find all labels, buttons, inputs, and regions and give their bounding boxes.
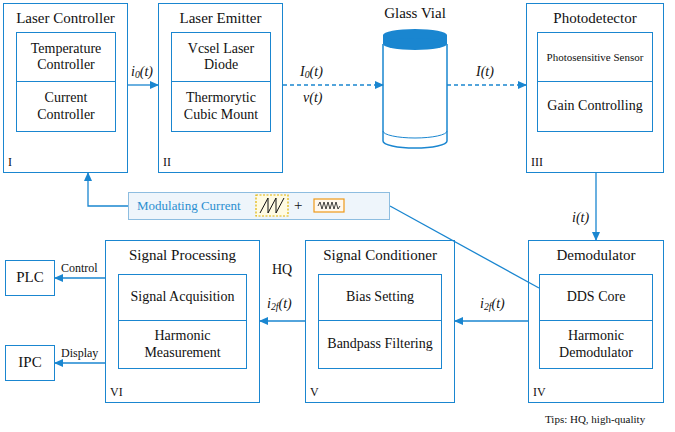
module-box: PhotodetectorIII Photosensitive SensorGai… xyxy=(526,3,664,173)
modulation-title: Modulating Current xyxy=(137,198,241,214)
function-cell: DDS Core xyxy=(539,274,653,321)
module-title: Laser Emitter xyxy=(159,10,282,27)
module-title: Laser Controller xyxy=(4,10,127,27)
plus-sign: + xyxy=(294,197,302,214)
signal-arrow xyxy=(55,277,105,278)
roman-numeral: III xyxy=(531,155,543,170)
device-label: PLC xyxy=(16,269,44,286)
signal-label: I(t) xyxy=(476,64,494,80)
module-title: Photodetector xyxy=(527,10,663,27)
signal-label: I0(t) xyxy=(300,64,323,80)
module-title: Signal Conditioner xyxy=(306,247,454,264)
signal-label: i2f(t) xyxy=(267,296,292,312)
function-label: Bias Setting xyxy=(346,289,414,305)
function-cell: Harmonic Measurement xyxy=(118,321,247,369)
tip-note: Tips: HQ, high-quality xyxy=(545,413,645,425)
function-label: Signal Acquisition xyxy=(131,289,235,305)
function-cell: Thermorytic Cubic Mount xyxy=(171,82,271,132)
function-label: Thermorytic Cubic Mount xyxy=(176,90,266,122)
device-label: IPC xyxy=(18,354,41,371)
device-box: IPC xyxy=(5,345,55,381)
roman-numeral: VI xyxy=(110,385,123,400)
device-box: PLC xyxy=(5,260,55,296)
function-label: Photosensitive Sensor xyxy=(547,51,644,64)
signal-label: HQ xyxy=(272,262,292,278)
glass-vial: Glass Vial xyxy=(375,3,455,153)
module-box: Laser ControllerI Temperature ControllerC… xyxy=(3,3,128,173)
signal-label: v(t) xyxy=(303,90,322,106)
signal-arrow xyxy=(455,320,528,321)
sine-icon-frame xyxy=(314,199,344,212)
module-box: Signal ConditionerV Bias SettingBandpass … xyxy=(305,240,455,403)
function-label: Harmonic Demodulator xyxy=(544,328,648,360)
function-label: Bandpass Filtering xyxy=(327,336,432,352)
function-label: Current Controller xyxy=(21,90,111,122)
function-cell: Harmonic Demodulator xyxy=(539,321,653,369)
signal-arrow xyxy=(88,173,128,206)
function-cell: Gain Controlling xyxy=(537,82,653,132)
vial-title: Glass Vial xyxy=(375,5,455,22)
signal-label: Display xyxy=(61,346,98,361)
function-cell: Signal Acquisition xyxy=(118,274,247,321)
signal-arrow xyxy=(447,84,526,85)
modulation-box: Modulating Current + xyxy=(128,192,390,220)
module-title: Signal Processing xyxy=(106,247,259,264)
function-label: DDS Core xyxy=(567,289,626,305)
roman-numeral: IV xyxy=(533,385,546,400)
function-cell: Bias Setting xyxy=(318,274,442,321)
module-box: Signal ProcessingVI Signal AcquisitionHar… xyxy=(105,240,260,403)
signal-arrow xyxy=(595,173,596,240)
sine-wave xyxy=(318,202,340,209)
function-label: Vcsel Laser Diode xyxy=(176,41,266,73)
signal-label: Control xyxy=(61,261,98,276)
vial-cap-bottom xyxy=(383,38,447,50)
function-cell: Temperature Controller xyxy=(16,32,116,82)
signal-label: i0(t) xyxy=(131,64,153,80)
signal-arrow xyxy=(260,320,305,321)
module-title: Demodulator xyxy=(529,247,663,264)
function-label: Harmonic Measurement xyxy=(123,328,242,360)
roman-numeral: II xyxy=(163,155,171,170)
signal-arrow xyxy=(128,84,158,85)
function-label: Temperature Controller xyxy=(21,41,111,73)
function-label: Gain Controlling xyxy=(547,98,642,114)
vial-liquid-line xyxy=(383,131,447,138)
function-cell: Bandpass Filtering xyxy=(318,321,442,369)
vial-body xyxy=(383,44,447,148)
signal-arrow xyxy=(55,362,105,363)
roman-numeral: I xyxy=(8,155,12,170)
function-cell: Current Controller xyxy=(16,82,116,132)
roman-numeral: V xyxy=(310,385,319,400)
module-box: Laser EmitterII Vcsel Laser DiodeThermory… xyxy=(158,3,283,173)
signal-arrow xyxy=(283,84,383,85)
function-cell: Vcsel Laser Diode xyxy=(171,32,271,82)
signal-label: i(t) xyxy=(572,210,589,226)
function-cell: Photosensitive Sensor xyxy=(537,32,653,82)
signal-label: i2f(t) xyxy=(480,296,505,312)
sawtooth-wave xyxy=(260,198,284,213)
sawtooth-icon-frame xyxy=(256,195,288,216)
vial-drawing xyxy=(375,3,455,153)
module-box: DemodulatorIV DDS CoreHarmonic Demodulato… xyxy=(528,240,664,403)
